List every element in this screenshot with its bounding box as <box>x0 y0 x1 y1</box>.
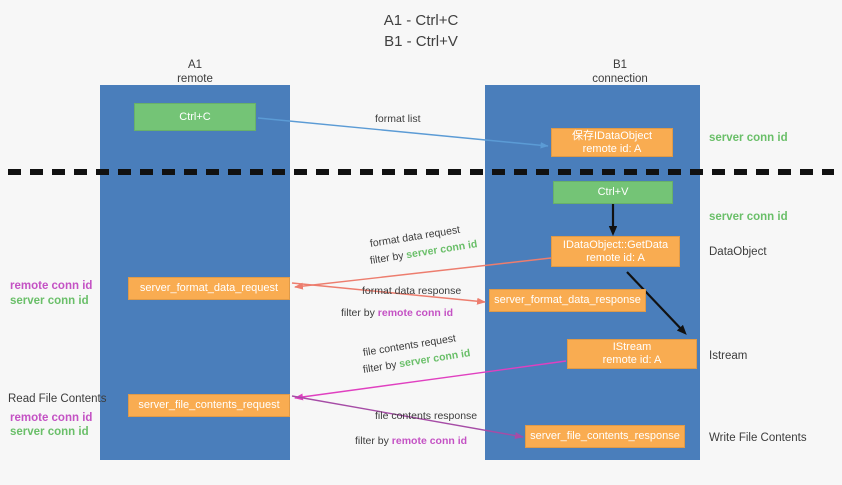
box-server-file-contents-request-label: server_file_contents_request <box>138 399 280 411</box>
caption-format-data-response-filter: filter by remote conn id <box>341 306 453 320</box>
label-remote-conn-id-2: remote conn id <box>10 412 93 424</box>
box-server-format-data-request-label: server_format_data_request <box>139 282 279 294</box>
label-server-conn-id-1: server conn id <box>10 295 89 307</box>
caption-file-contents-response: file contents response <box>375 410 478 422</box>
box-istream[interactable]: IStream remote id: A <box>567 339 697 369</box>
box-server-file-contents-request[interactable]: server_file_contents_request <box>128 394 290 417</box>
label-server-conn-id-top: server conn id <box>709 132 788 144</box>
box-server-file-contents-response[interactable]: server_file_contents_response <box>525 425 685 448</box>
box-server-file-contents-response-label: server_file_contents_response <box>530 430 680 442</box>
box-server-format-data-response[interactable]: server_format_data_response <box>489 289 646 312</box>
box-server-format-data-response-label: server_format_data_response <box>494 294 641 306</box>
filter-prefix: filter by <box>355 435 392 447</box>
caption-format-data-response: format data response <box>362 285 462 297</box>
lane-header-a1: A1 remote <box>120 58 270 86</box>
box-istream-line1: IStream <box>612 341 652 353</box>
label-server-conn-id-mid: server conn id <box>709 211 788 223</box>
filter-key-remote-conn-id: remote conn id <box>377 307 454 319</box>
page-title: A1 - Ctrl+C B1 - Ctrl+V <box>0 10 842 52</box>
filter-prefix: filter by <box>369 249 408 267</box>
box-ctrl-v-label: Ctrl+V <box>597 186 629 198</box>
title-line-1: A1 - Ctrl+C <box>383 12 459 29</box>
box-save-idataobject[interactable]: 保存IDataObject remote id: A <box>551 128 673 157</box>
label-dataobject: DataObject <box>709 246 767 258</box>
lane-header-b1: B1 connection <box>545 58 695 86</box>
box-save-idataobject-line1: 保存IDataObject <box>571 129 653 142</box>
lane-b1-name: B1 <box>612 59 628 71</box>
label-write-file-contents: Write File Contents <box>709 432 807 444</box>
filter-prefix: filter by <box>362 358 401 376</box>
label-remote-conn-id-1: remote conn id <box>10 280 93 292</box>
box-ctrl-v[interactable]: Ctrl+V <box>553 181 673 204</box>
lane-b1-sub: connection <box>592 73 648 85</box>
lane-a1-sub: remote <box>177 73 213 85</box>
filter-key-remote-conn-id: remote conn id <box>391 435 468 447</box>
caption-format-list: format list <box>375 113 421 125</box>
box-idataobject-getdata[interactable]: IDataObject::GetData remote id: A <box>551 236 680 267</box>
title-line-2: B1 - Ctrl+V <box>384 33 458 50</box>
box-ctrl-c-label: Ctrl+C <box>179 110 211 123</box>
label-read-file-contents: Read File Contents <box>8 393 107 405</box>
box-server-format-data-request[interactable]: server_format_data_request <box>128 277 290 300</box>
box-save-idataobject-line2: remote id: A <box>582 142 642 155</box>
box-istream-line2: remote id: A <box>602 354 662 366</box>
box-ctrl-c[interactable]: Ctrl+C <box>134 103 256 131</box>
label-server-conn-id-2: server conn id <box>10 426 89 438</box>
caption-file-contents-response-filter: filter by remote conn id <box>355 434 467 448</box>
filter-prefix: filter by <box>341 307 378 319</box>
box-getdata-line2: remote id: A <box>586 251 645 264</box>
box-getdata-line1: IDataObject::GetData <box>562 238 669 251</box>
lane-a1-name: A1 <box>187 59 203 71</box>
label-istream: Istream <box>709 350 748 362</box>
